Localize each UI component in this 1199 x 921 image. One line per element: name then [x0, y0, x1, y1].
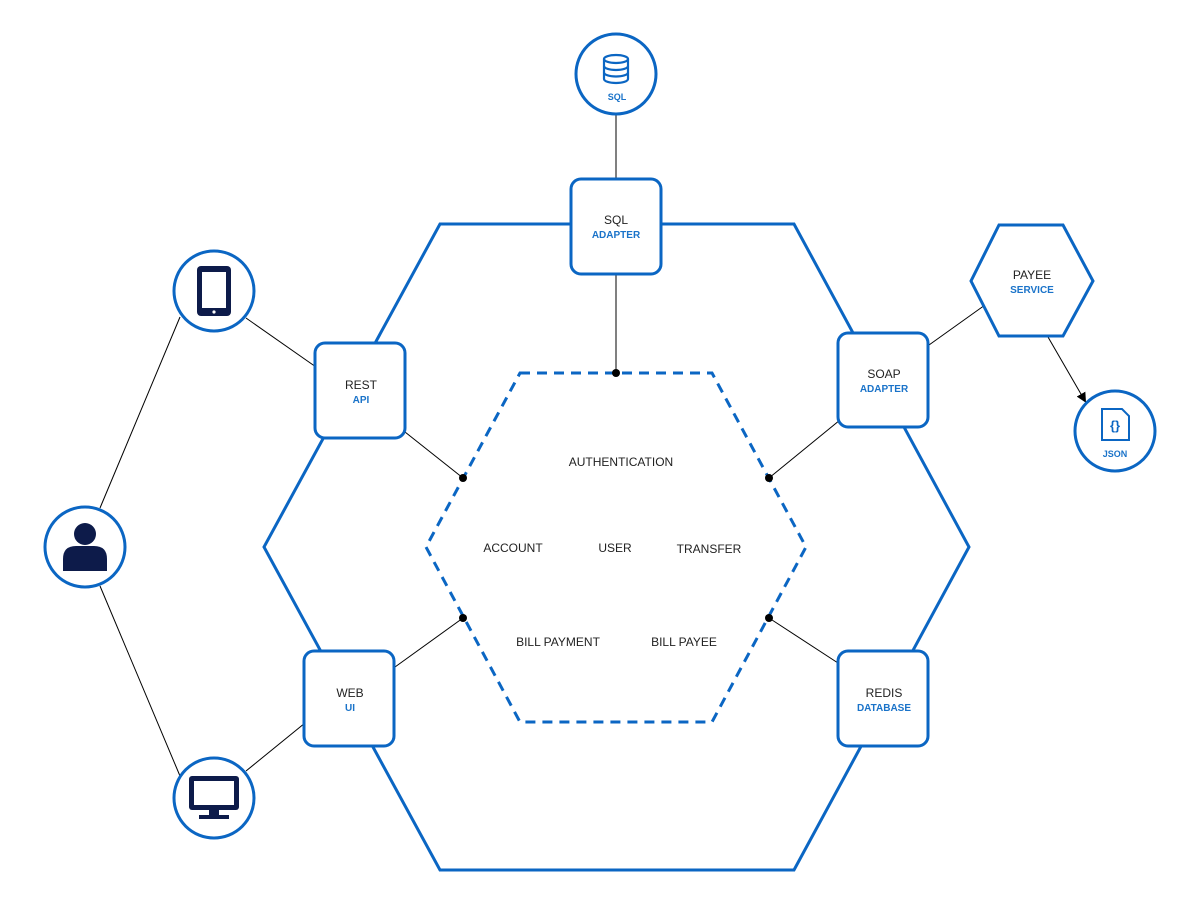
soap-adapter-subtitle: ADAPTER [860, 384, 909, 395]
web-ui-title: WEB [336, 686, 363, 700]
core-item-user: USER [598, 541, 632, 555]
web-ui-node[interactable]: WEB UI [302, 649, 396, 748]
core-port-lower-right [765, 614, 773, 622]
user-node[interactable] [43, 505, 127, 589]
json-node[interactable]: {} JSON [1073, 389, 1157, 473]
json-label: JSON [1103, 449, 1128, 459]
sql-adapter-node[interactable]: SQL ADAPTER [569, 177, 663, 276]
core-item-account: ACCOUNT [483, 541, 543, 555]
monitor-icon [189, 776, 239, 819]
rest-api-node[interactable]: REST API [313, 341, 407, 440]
inner-core-hexagon [424, 371, 808, 724]
core-item-transfer: TRANSFER [677, 542, 742, 556]
user-icon [63, 523, 107, 571]
core-port-upper-left [459, 474, 467, 482]
outer-hexagon [262, 222, 971, 872]
svg-text:{}: {} [1110, 418, 1120, 433]
desktop-node[interactable] [172, 756, 256, 840]
connector-user-desktop [99, 585, 181, 777]
redis-database-node[interactable]: REDIS DATABASE [836, 649, 930, 748]
core-item-bill-payment: BILL PAYMENT [516, 635, 600, 649]
connector-web-core [394, 617, 464, 668]
core-item-bill-payee: BILL PAYEE [651, 635, 717, 649]
sql-adapter-title: SQL [604, 213, 628, 227]
payee-service-subtitle: SERVICE [1010, 285, 1054, 296]
sql-database-label: SQL [608, 92, 627, 102]
redis-title: REDIS [866, 686, 903, 700]
rest-api-subtitle: API [353, 395, 370, 406]
connectors [99, 115, 1087, 777]
connector-tablet-user [99, 316, 181, 509]
database-icon [602, 53, 630, 85]
json-file-icon: {} [1101, 408, 1130, 441]
connector-desktop-web [245, 722, 306, 772]
connector-payee-json [1047, 336, 1087, 403]
connector-rest-core [404, 431, 464, 479]
soap-adapter-title: SOAP [867, 367, 900, 381]
sql-database-node[interactable]: SQL [574, 32, 658, 116]
core-port-top [612, 369, 620, 377]
payee-service-title: PAYEE [1013, 268, 1051, 282]
core-port-lower-left [459, 614, 467, 622]
connector-tablet-rest [245, 317, 317, 368]
rest-api-title: REST [345, 378, 378, 392]
connector-payee-soap [928, 304, 986, 346]
sql-adapter-subtitle: ADAPTER [592, 230, 641, 241]
payee-service-node[interactable]: PAYEE SERVICE [969, 223, 1095, 338]
tablet-node[interactable] [172, 249, 256, 333]
core-item-authentication: AUTHENTICATION [569, 455, 673, 469]
redis-subtitle: DATABASE [857, 703, 911, 714]
connector-redis-core [768, 617, 839, 664]
soap-adapter-node[interactable]: SOAP ADAPTER [836, 331, 930, 429]
connector-soap-core [768, 419, 841, 479]
web-ui-subtitle: UI [345, 703, 355, 714]
tablet-icon [197, 266, 231, 316]
core-port-upper-right [765, 474, 773, 482]
core-connection-points [459, 369, 773, 622]
